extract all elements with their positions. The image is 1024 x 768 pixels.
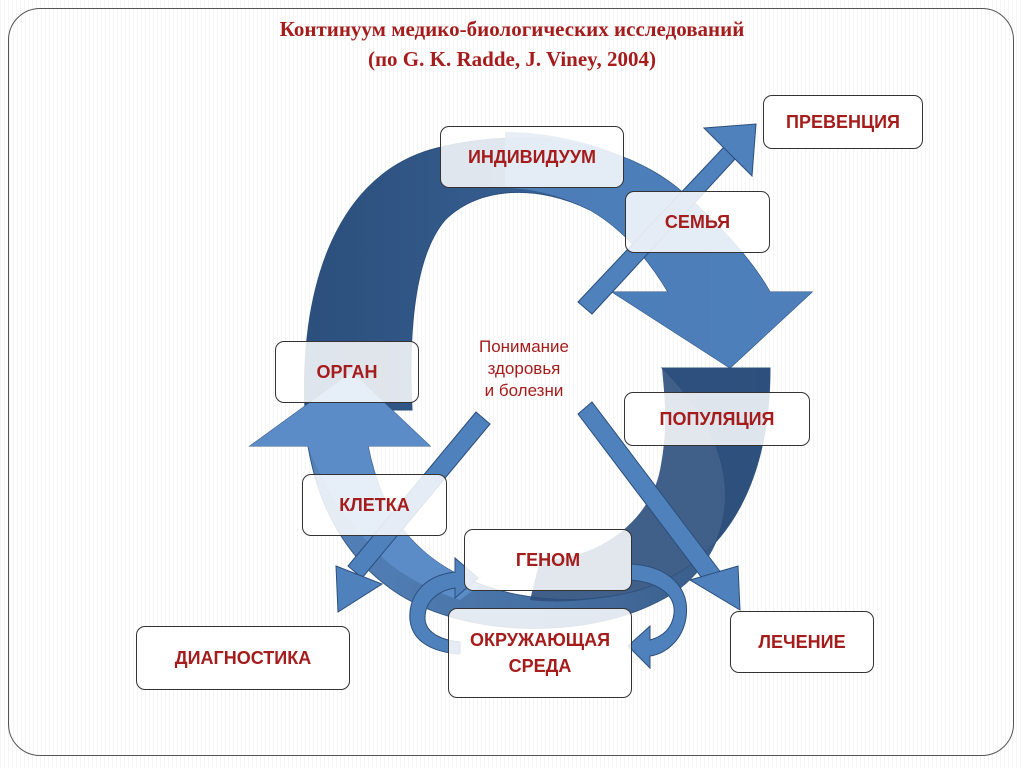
outcome-treatment: ЛЕЧЕНИЕ xyxy=(730,611,874,673)
node-organ: ОРГАН xyxy=(275,341,419,403)
slide-title: Континуум медико-биологических исследова… xyxy=(279,17,745,41)
node-family: СЕМЬЯ xyxy=(625,191,770,253)
node-environment-line1: ОКРУЖАЮЩАЯ xyxy=(469,630,611,650)
node-environment: ОКРУЖАЮЩАЯ СРЕДА xyxy=(448,608,632,698)
outcome-prevention: ПРЕВЕНЦИЯ xyxy=(763,95,923,149)
node-individual: ИНДИВИДУУМ xyxy=(440,126,624,188)
center-caption-line3: и болезни xyxy=(484,381,564,400)
node-cell: КЛЕТКА xyxy=(302,474,447,536)
center-caption-line2: здоровья xyxy=(487,359,561,378)
node-environment-line2: СРЕДА xyxy=(508,656,572,676)
treatment-arrow xyxy=(577,401,741,611)
outcome-diagnostics: ДИАГНОСТИКА xyxy=(136,626,350,690)
center-caption: Понимание здоровья и болезни xyxy=(444,336,604,402)
slide-subtitle: (по G. K. Radde, J. Viney, 2004) xyxy=(367,47,657,71)
node-population: ПОПУЛЯЦИЯ xyxy=(624,392,810,446)
node-genome: ГЕНОМ xyxy=(464,529,632,591)
center-caption-line1: Понимание xyxy=(478,337,570,356)
